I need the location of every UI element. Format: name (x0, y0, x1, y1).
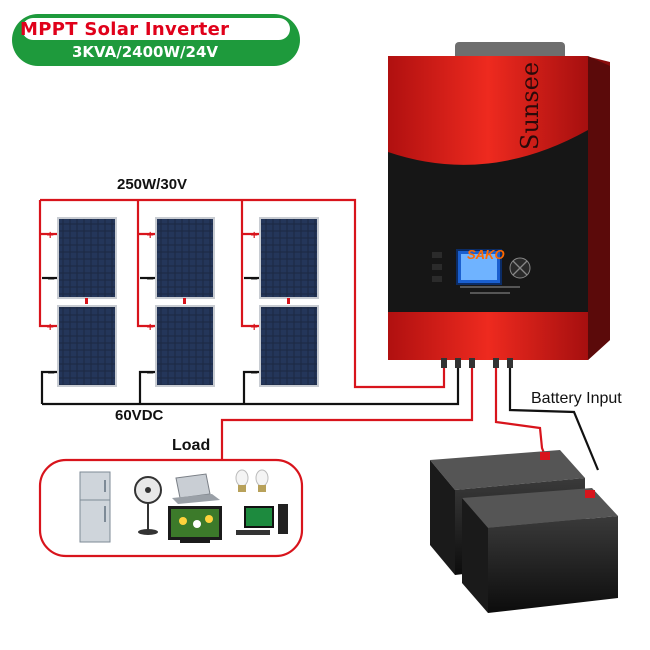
load-box (38, 458, 304, 558)
laptop-icon (172, 473, 220, 504)
solar-panel (259, 305, 319, 387)
inverter-brand: Sunsee (516, 61, 544, 150)
svg-text:+: + (46, 230, 54, 241)
battery-bank (430, 450, 618, 613)
refrigerator-icon (79, 471, 111, 543)
svg-text:−: − (250, 368, 258, 379)
desktop-computer-icon (236, 504, 288, 535)
battery-input-label: Battery Input (531, 390, 622, 407)
svg-text:−: − (47, 274, 55, 285)
svg-text:+: + (250, 322, 258, 333)
dc-voltage-label: 60VDC (115, 407, 164, 424)
svg-text:−: − (146, 368, 154, 379)
polarity-marks: + + + − − − + + + − − − (46, 230, 290, 379)
solar-panel (57, 305, 117, 387)
svg-text:−: − (47, 368, 55, 379)
solar-panel-array (57, 217, 319, 387)
television-icon (168, 506, 222, 543)
solar-panel (57, 217, 117, 299)
inverter-unit (388, 42, 610, 368)
panel-rating-label: 250W/30V (117, 176, 188, 193)
svg-text:+: + (46, 322, 54, 333)
banner-subtitle: 3KVA/2400W/24V (72, 43, 218, 61)
light-bulbs-icon (235, 469, 269, 492)
banner-title: MPPT Solar Inverter (20, 19, 230, 40)
solar-panel (155, 217, 215, 299)
panel-wiring-neg (40, 276, 460, 406)
load-wiring (220, 365, 474, 460)
load-label: Load (172, 437, 211, 454)
solar-panel (259, 217, 319, 299)
inverter-logo: SAKO (467, 247, 505, 262)
svg-text:+: + (250, 230, 258, 241)
svg-text:−: − (146, 274, 154, 285)
panel-wiring (38, 198, 446, 389)
svg-text:+: + (146, 230, 154, 241)
solar-panel (155, 305, 215, 387)
fan-icon (134, 476, 162, 535)
svg-text:−: − (250, 274, 258, 285)
battery (462, 488, 618, 613)
title-banner (12, 14, 300, 66)
svg-text:+: + (146, 322, 154, 333)
